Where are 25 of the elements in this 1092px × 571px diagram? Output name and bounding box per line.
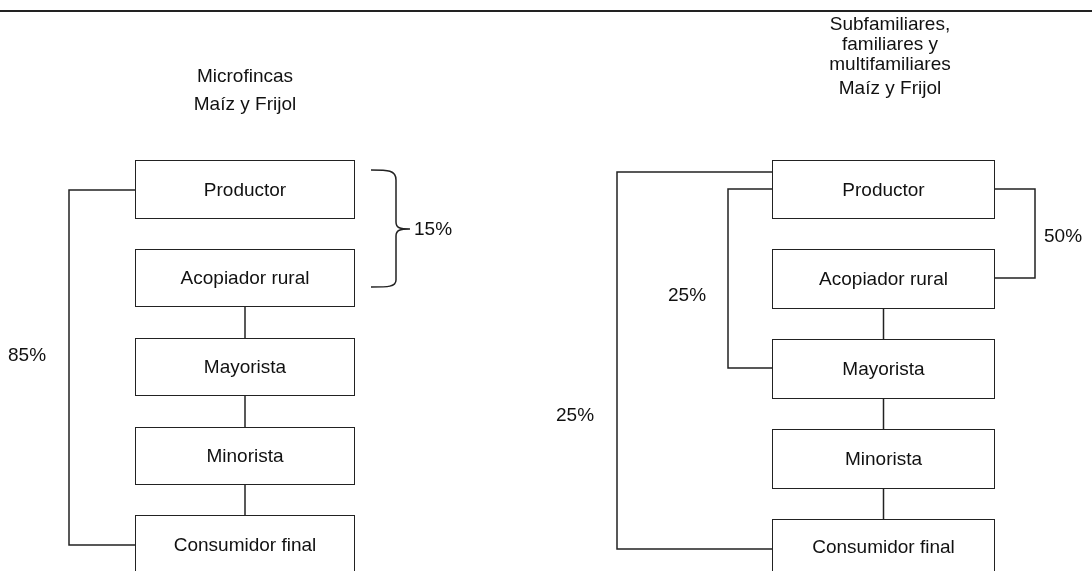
process-box: Minorista: [772, 429, 995, 489]
process-box: Acopiador rural: [135, 249, 355, 307]
process-box: Consumidor final: [135, 515, 355, 571]
column-heading: Maíz y Frijol: [192, 92, 298, 116]
bracket-label: 15%: [414, 217, 454, 241]
process-box: Minorista: [135, 427, 355, 485]
process-box: Consumidor final: [772, 519, 995, 571]
process-box: Mayorista: [135, 338, 355, 396]
column-heading: Microfincas: [195, 64, 295, 88]
column-heading: Subfamiliares, familiares y multifamiliares: [828, 14, 952, 74]
process-box: Acopiador rural: [772, 249, 995, 309]
connector-line: [68, 189, 136, 546]
process-box: Productor: [135, 160, 355, 219]
connector-line: [616, 171, 773, 550]
connector-line: [994, 188, 1036, 279]
connector-line: [244, 306, 246, 339]
column-heading: Maíz y Frijol: [837, 76, 943, 100]
connector-line: [882, 308, 885, 340]
connector-line: [882, 398, 885, 430]
process-box: Mayorista: [772, 339, 995, 399]
process-box: Productor: [772, 160, 995, 219]
connector-line: [882, 488, 885, 520]
connector-line: [727, 188, 773, 369]
connector-line: [244, 484, 246, 516]
connector-line: [244, 395, 246, 428]
